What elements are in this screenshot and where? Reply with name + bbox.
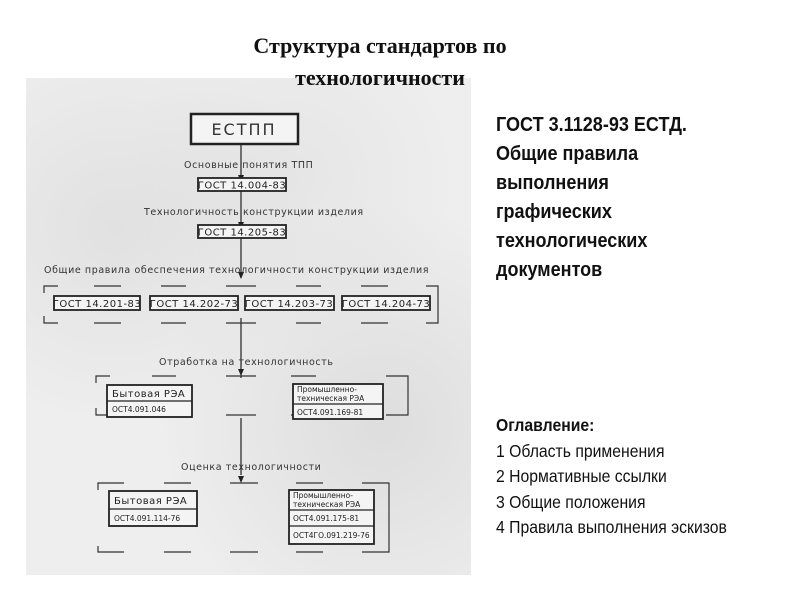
testing-household-card: Бытовая РЭА ОСТ4.091.046 — [106, 384, 193, 418]
toc-title: Оглавление: — [496, 415, 595, 435]
label-testing: Отработка на технологичность — [159, 357, 334, 368]
rules-group-bracket — [43, 285, 439, 324]
standards-structure-diagram: ЕСТПП Основные понятия ТПП ГОСТ 14.004-8… — [26, 78, 471, 575]
rules-gost-box — [149, 295, 239, 311]
arrow-icon — [238, 369, 244, 376]
gost-heading: ГОСТ 3.1128-93 ЕСТД. Общие правила выпол… — [496, 110, 786, 284]
testing-industrial-title-2: техническая РЭА — [297, 394, 365, 403]
label-evaluation: Оценка технологичности — [181, 462, 321, 473]
rules-gost-label: ГОСТ 14.201-83 — [53, 299, 142, 310]
gost-heading-line: ГОСТ 3.1128-93 ЕСТД. — [496, 113, 687, 136]
evaluation-industrial-card: Промышленно- техническая РЭА ОСТ4.091.17… — [288, 489, 375, 545]
rules-gost-box — [341, 295, 431, 311]
testing-industrial-card: Промышленно- техническая РЭА ОСТ4.091.16… — [292, 383, 384, 420]
gost-heading-line: графических — [496, 200, 612, 223]
slide-title-line-2: технологичности — [295, 65, 465, 90]
gost-heading-line: выполнения — [496, 171, 609, 194]
evaluation-household-code: ОСТ4.091.114-76 — [114, 514, 180, 523]
arrow-icon — [238, 272, 244, 279]
slide-title-line-1: Структура стандартов по — [253, 33, 507, 58]
evaluation-industrial-title-1: Промышленно- — [293, 491, 353, 500]
testing-household-code: ОСТ4.091.046 — [112, 405, 166, 414]
rules-gost-label: ГОСТ 14.203-73 — [245, 299, 334, 310]
rules-gost-box — [53, 295, 141, 311]
label-general-rules: Общие правила обеспечения технологичност… — [44, 265, 429, 276]
toc-item: 2 Нормативные ссылки — [496, 466, 667, 486]
toc-item: 1 Область применения — [496, 440, 665, 461]
gost-basic-box — [197, 177, 287, 192]
evaluation-industrial-code-2: ОСТ4ГО.091.219-76 — [293, 531, 370, 540]
label-basic-concepts: Основные понятия ТПП — [184, 160, 313, 171]
evaluation-industrial-title-2: техническая РЭА — [293, 500, 361, 509]
gost-design-box — [197, 224, 287, 239]
gost-heading-line: технологических — [496, 229, 648, 252]
evaluation-industrial-code-1: ОСТ4.091.175-81 — [293, 514, 359, 523]
testing-industrial-code: ОСТ4.091.169-81 — [297, 408, 363, 417]
slide-title: Структура стандартов по технологичности — [180, 30, 580, 94]
rules-gost-list: ГОСТ 14.201-83 ГОСТ 14.202-73 ГОСТ 14.20… — [53, 295, 431, 311]
toc-item: 4 Правила выполнения эскизов — [496, 517, 727, 537]
gost-design-label: ГОСТ 14.205-83 — [198, 228, 287, 239]
toc-item: 3 Общие положения — [496, 491, 646, 512]
testing-industrial-title-1: Промышленно- — [297, 385, 357, 394]
rules-gost-label: ГОСТ 14.204-73 — [342, 299, 431, 310]
gost-heading-line: документов — [496, 258, 603, 281]
root-box-label: ЕСТПП — [211, 120, 276, 139]
label-design-manufacturability: Технологичность конструкции изделия — [143, 207, 364, 218]
table-of-contents: Оглавление: 1 Область применения 2 Норма… — [496, 413, 796, 541]
arrow-icon — [238, 476, 244, 483]
evaluation-household-card: Бытовая РЭА ОСТ4.091.114-76 — [108, 490, 198, 527]
root-box — [189, 112, 300, 146]
evaluation-group-bracket — [97, 482, 390, 553]
rules-gost-label: ГОСТ 14.202-73 — [150, 299, 239, 310]
gost-heading-line: Общие правила — [496, 142, 639, 165]
evaluation-household-title: Бытовая РЭА — [114, 496, 187, 507]
testing-household-title: Бытовая РЭА — [112, 389, 185, 400]
gost-basic-label: ГОСТ 14.004-83 — [198, 181, 287, 192]
rules-gost-box — [244, 295, 335, 311]
